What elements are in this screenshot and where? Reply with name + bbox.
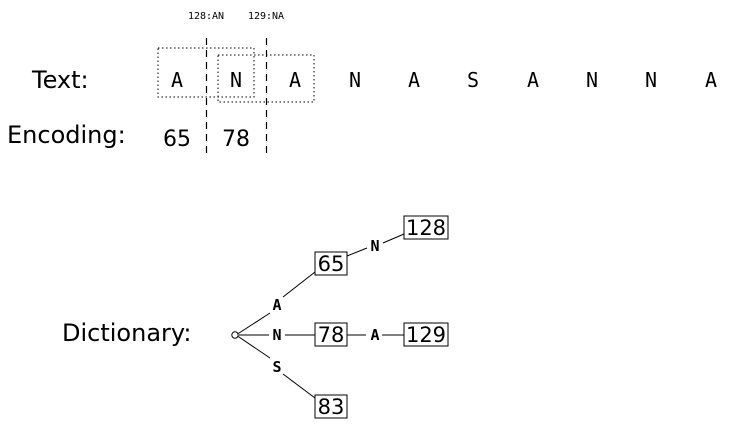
trie-edge-label-s: S — [272, 358, 281, 376]
trie-node-65: 65 — [318, 252, 345, 276]
trie-root — [231, 331, 239, 339]
text-char: A — [704, 68, 718, 92]
text-char: N — [644, 68, 658, 92]
trie-edge-label-a: A — [370, 326, 379, 344]
dotted-box-an — [157, 47, 255, 98]
text-char: A — [170, 68, 184, 92]
trie-edge — [382, 233, 405, 244]
trie-edge — [235, 334, 271, 359]
text-char: A — [288, 68, 302, 92]
encoding-value: 78 — [222, 127, 250, 152]
trie-node-128: 128 — [406, 216, 446, 240]
trie-edge-label-a: A — [272, 296, 281, 314]
text-char: S — [466, 68, 480, 92]
trie-edge-label-n: N — [272, 326, 281, 344]
text-char: N — [585, 68, 599, 92]
marker-label-128: 128:AN — [187, 11, 225, 22]
trie-edge — [282, 373, 316, 399]
trie-node-78: 78 — [318, 323, 345, 347]
text-row-label: Text: — [32, 66, 89, 94]
trie-node-box — [314, 322, 348, 347]
trie-edge — [346, 247, 368, 257]
trie-node-box — [314, 394, 348, 419]
trie-edge — [235, 312, 271, 336]
text-char: N — [348, 68, 362, 92]
marker-label-129: 129:NA — [247, 11, 285, 22]
text-char: N — [229, 68, 243, 92]
encoding-value: 65 — [163, 127, 191, 152]
text-char: A — [526, 68, 540, 92]
dictionary-label: Dictionary: — [62, 319, 192, 347]
text-char: A — [407, 68, 421, 92]
trie-node-box — [403, 322, 449, 347]
encoding-row-label: Encoding: — [7, 121, 126, 149]
trie-node-83: 83 — [318, 395, 345, 419]
trie-edge — [282, 271, 316, 298]
trie-node-129: 129 — [406, 323, 446, 347]
trie-node-box — [314, 251, 348, 276]
trie-node-box — [403, 215, 449, 240]
trie-edge-label-n: N — [370, 237, 379, 255]
